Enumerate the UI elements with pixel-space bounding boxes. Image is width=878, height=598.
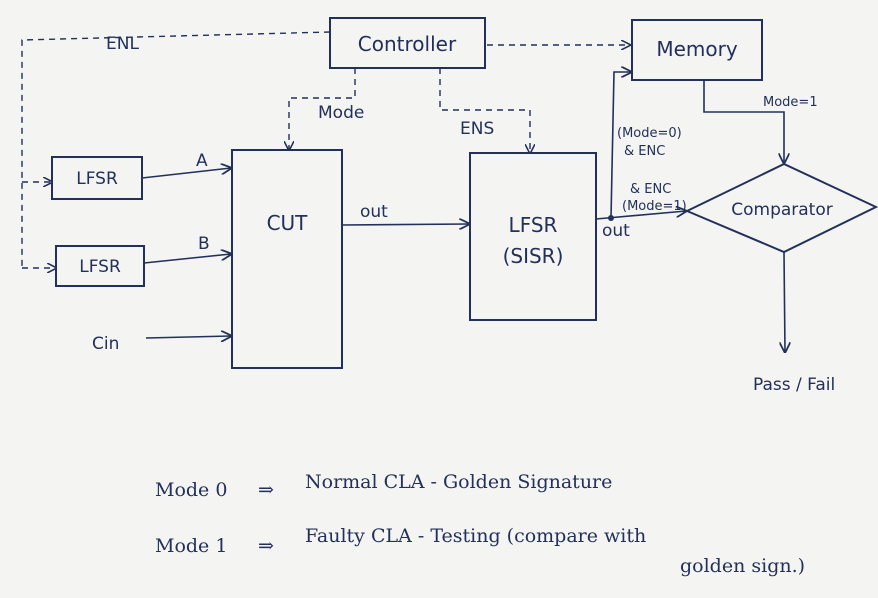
cut-out-label: out: [360, 202, 388, 222]
a-label: A: [196, 151, 208, 171]
sisr-label-line2: (SISR): [503, 244, 564, 268]
note2-cont: golden sign.): [680, 555, 805, 577]
ens-signal: ENS: [439, 68, 530, 153]
cut-label: CUT: [267, 211, 309, 235]
sisr-label-line1: LFSR: [509, 213, 558, 237]
sisr-out-signal: out: [595, 72, 686, 241]
enl-label: ENL: [106, 34, 139, 54]
mode1-label-line2: (Mode=1): [622, 199, 687, 214]
lfsr-b-block: LFSR: [55, 245, 145, 287]
ens-label: ENS: [460, 119, 494, 139]
mode-label: Mode: [318, 103, 364, 123]
mode0-label-line1: (Mode=0): [617, 126, 682, 141]
note2-arrow: ⇒: [258, 535, 274, 557]
input-b: B: [143, 234, 231, 264]
pass-fail-label: Pass / Fail: [753, 375, 835, 395]
lfsr-a-label: LFSR: [76, 169, 118, 189]
mode-eq-1-label: Mode=1: [763, 95, 818, 110]
enl-signal: ENL: [21, 31, 331, 268]
sisr-out-label: out: [602, 221, 630, 241]
comparator-label: Comparator: [731, 200, 833, 220]
input-cin: Cin: [92, 334, 231, 354]
b-label: B: [198, 234, 210, 254]
mode1-label-line1: & ENC: [630, 182, 671, 197]
mode-signal: Mode: [289, 68, 364, 150]
lfsr-b-label: LFSR: [79, 257, 121, 277]
memory-comparator-signal: Mode=1: [703, 80, 818, 163]
sisr-block: LFSR (SISR): [469, 152, 597, 321]
memory-block: Memory: [631, 19, 763, 81]
memory-label: Memory: [656, 37, 738, 61]
note1-mode: Mode 0: [155, 479, 227, 501]
cin-label: Cin: [92, 334, 119, 354]
cut-block: CUT: [231, 149, 343, 369]
comparator-block: Comparator: [684, 162, 878, 254]
controller-label: Controller: [358, 32, 457, 56]
lfsr-a-block: LFSR: [51, 156, 143, 200]
input-a: A: [141, 151, 231, 179]
note1-text: Normal CLA - Golden Signature: [305, 471, 612, 493]
mode0-label-line2: & ENC: [624, 144, 665, 159]
controller-block: Controller: [329, 17, 486, 69]
note2-mode: Mode 1: [155, 535, 227, 557]
note2-text: Faulty CLA - Testing (compare with: [305, 525, 646, 547]
pass-fail-output: Pass / Fail: [753, 251, 835, 395]
note1-arrow: ⇒: [258, 479, 274, 501]
mode-notes: Mode 0 ⇒ Normal CLA - Golden Signature M…: [155, 471, 805, 577]
cut-out-signal: out: [341, 202, 469, 225]
